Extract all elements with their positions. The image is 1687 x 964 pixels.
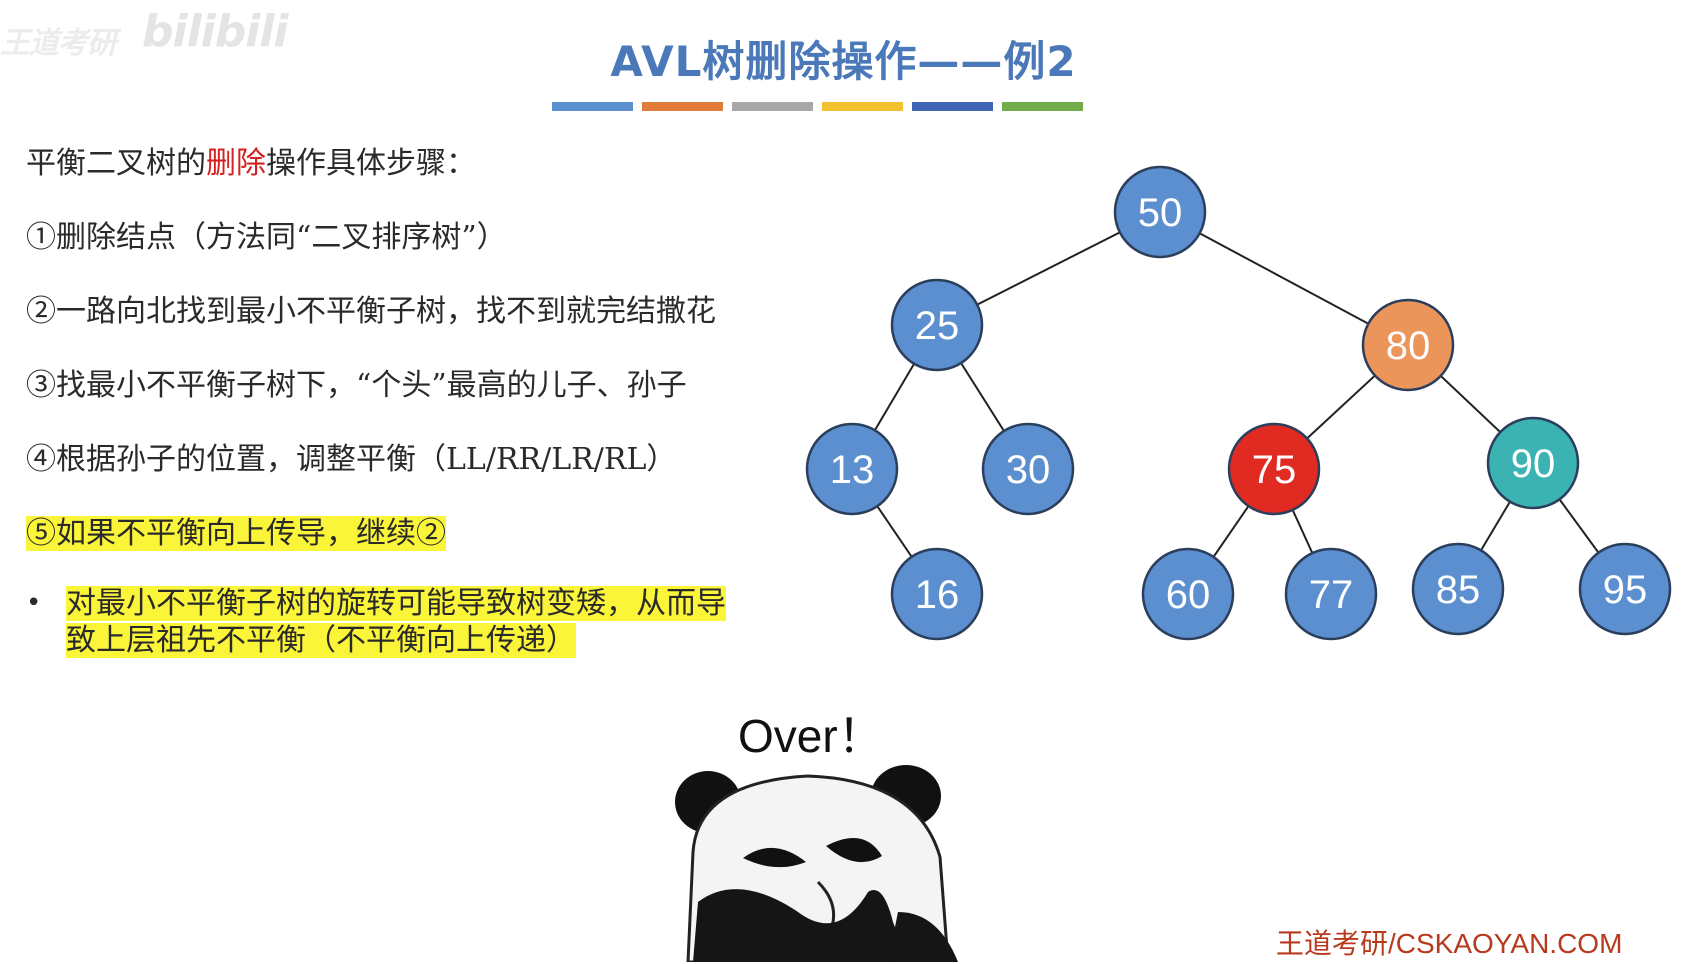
- footer-watermark: 王道考研/CSKAOYAN.COM: [1276, 928, 1623, 959]
- tree-node-label: 16: [915, 573, 960, 617]
- tree-node-circle: [805, 422, 899, 516]
- tree-node-circle: [1486, 416, 1580, 510]
- step-2: ②一路向北找到最小不平衡子树，找不到就完结撒花: [26, 294, 716, 329]
- tree-node-label: 60: [1166, 573, 1211, 617]
- logo-text-left: 王道考研: [0, 26, 117, 61]
- logo-text-right: bilibili: [142, 6, 288, 57]
- tree-node-circle: [1141, 547, 1235, 641]
- meme-caption: Over！: [738, 710, 884, 762]
- tree-edges: [851, 211, 1626, 595]
- tree-node-85: 85: [1411, 542, 1505, 636]
- tree-node-circle: [1284, 547, 1378, 641]
- tree-edge-50-80: [1159, 211, 1409, 346]
- intro-suffix: 操作具体步骤：: [266, 146, 476, 181]
- tree-node-60: 60: [1141, 547, 1235, 641]
- note-line-1: 对最小不平衡子树的旋转可能导致树变矮，从而导: [66, 586, 726, 621]
- tree-node-label: 90: [1511, 442, 1556, 486]
- tree-node-label: 77: [1309, 573, 1354, 617]
- panda-meme-image: [675, 765, 958, 962]
- title-bar-segment: [1002, 102, 1083, 111]
- tree-nodes: 50 25 80 13 30 75 90 16 60 77 85 95: [805, 165, 1672, 641]
- title-bar-segment: [552, 102, 633, 111]
- tree-node-30: 30: [981, 422, 1075, 516]
- tree-node-16: 16: [890, 547, 984, 641]
- tree-node-circle: [1361, 298, 1455, 392]
- step-1: ①删除结点（方法同“二叉排序树”）: [26, 220, 507, 255]
- slide-title: AVL树删除操作——例2: [610, 37, 1077, 86]
- step-4: ④根据孙子的位置，调整平衡（LL/RR/LR/RL）: [26, 442, 677, 477]
- intro-line: 平衡二叉树的删除操作具体步骤：: [26, 138, 476, 182]
- tree-node-label: 95: [1603, 568, 1648, 612]
- intro-prefix: 平衡二叉树的: [26, 146, 206, 181]
- title-bar-segment: [642, 102, 723, 111]
- tree-node-77: 77: [1284, 547, 1378, 641]
- tree-node-circle: [981, 422, 1075, 516]
- note-line-2: 致上层祖先不平衡（不平衡向上传递）: [66, 623, 576, 658]
- title-bar-segment: [732, 102, 813, 111]
- title-color-bar: [552, 102, 1083, 111]
- step-5: ⑤如果不平衡向上传导，继续②: [26, 508, 446, 552]
- tree-node-label: 50: [1138, 191, 1183, 235]
- tree-node-label: 30: [1006, 448, 1051, 492]
- tree-node-label: 13: [830, 448, 875, 492]
- title-bar-segment: [822, 102, 903, 111]
- tree-node-circle: [1227, 422, 1321, 516]
- intro-highlight-red: 删除: [206, 146, 266, 181]
- tree-node-label: 25: [915, 304, 960, 348]
- title-bar-segment: [912, 102, 993, 111]
- tree-node-label: 85: [1436, 568, 1481, 612]
- tree-node-label: 80: [1386, 324, 1431, 368]
- tree-node-circle: [1411, 542, 1505, 636]
- tree-node-95: 95: [1578, 542, 1672, 636]
- tree-node-circle: [890, 278, 984, 372]
- tree-node-circle: [1113, 165, 1207, 259]
- tree-node-label: 75: [1252, 448, 1297, 492]
- bullet-dot: •: [26, 588, 42, 618]
- step-5-text: ⑤如果不平衡向上传导，继续②: [26, 516, 446, 551]
- tree-node-circle: [1578, 542, 1672, 636]
- tree-node-90: 90: [1486, 416, 1580, 510]
- bilibili-watermark: 王道考研 bilibili: [0, 0, 300, 70]
- tree-node-13: 13: [805, 422, 899, 516]
- bullet-note: 对最小不平衡子树的旋转可能导致树变矮，从而导 致上层祖先不平衡（不平衡向上传递）: [66, 585, 836, 659]
- tree-node-75: 75: [1227, 422, 1321, 516]
- tree-node-25: 25: [890, 278, 984, 372]
- tree-node-50: 50: [1113, 165, 1207, 259]
- tree-node-80: 80: [1361, 298, 1455, 392]
- step-3: ③找最小不平衡子树下，“个头”最高的儿子、孙子: [26, 368, 687, 403]
- tree-node-circle: [890, 547, 984, 641]
